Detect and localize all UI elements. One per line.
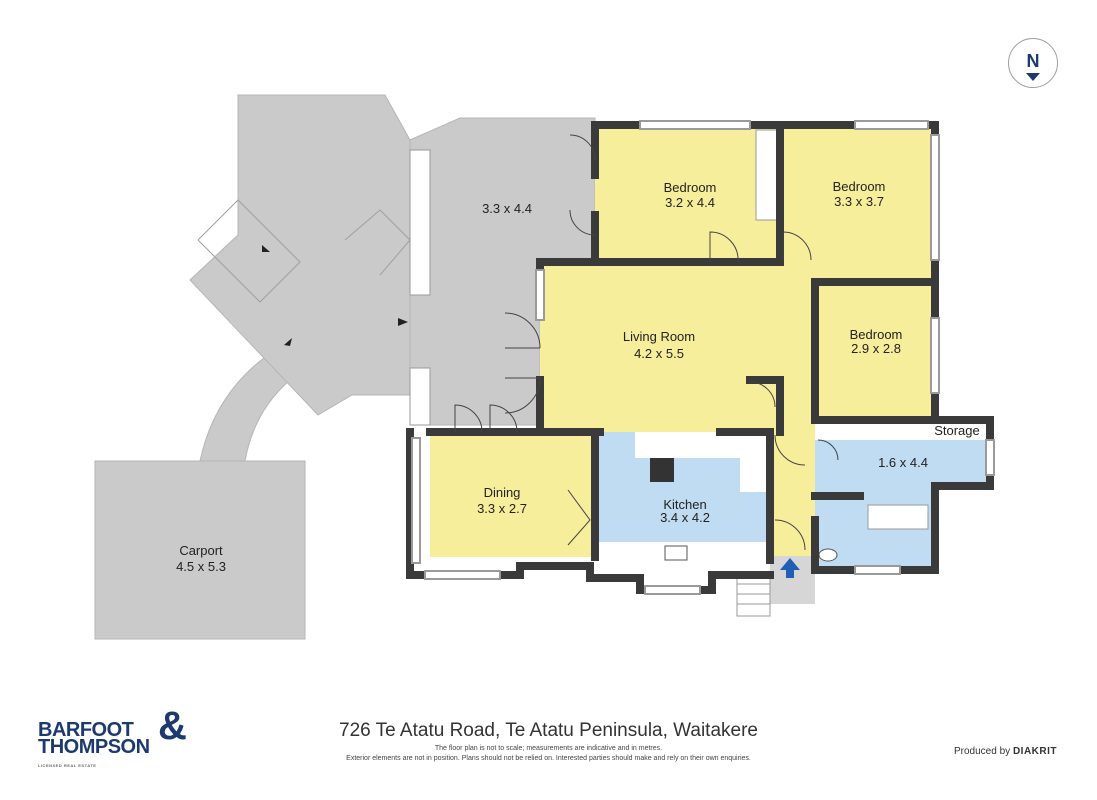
- property-address: 726 Te Atatu Road, Te Atatu Peninsula, W…: [339, 720, 758, 741]
- bedroom-3-dims: 2.9 x 2.8: [851, 341, 901, 356]
- wardrobe: [755, 129, 779, 221]
- bedroom-2-label: Bedroom: [833, 179, 886, 194]
- brand-line-2: THOMPSON: [38, 736, 150, 758]
- patio-window: [409, 149, 431, 296]
- bedroom-1-label: Bedroom: [664, 180, 717, 195]
- brand-line-1: BARFOOT: [38, 719, 134, 741]
- living-room-dims: 4.2 x 5.5: [634, 346, 684, 361]
- storage-label: Storage: [934, 423, 980, 438]
- deck-arrow-2: [284, 338, 292, 346]
- north-arrow-icon: [1026, 73, 1040, 81]
- windows: [411, 120, 995, 595]
- floor-plan: 3.3 x 4.4 Bedroom 3.2 x 4.4 Bedroom 3.3 …: [94, 94, 995, 640]
- bedroom-1-dims: 3.2 x 4.4: [665, 195, 715, 210]
- entry-arrow-icon: [780, 558, 800, 578]
- disclaimer-line-2: Exterior elements are not in position. P…: [346, 755, 751, 762]
- brand-tagline: LICENSED REAL ESTATE: [38, 763, 97, 768]
- brand-logo: BARFOOT THOMPSON & LICENSED REAL ESTATE: [38, 706, 198, 774]
- bedroom-3-label: Bedroom: [850, 327, 903, 342]
- deck-area: [189, 94, 411, 416]
- carport-area: [94, 460, 306, 640]
- deck-arrow-3: [398, 318, 408, 326]
- disclaimer-line-1: The floor plan is not to scale; measurem…: [434, 745, 663, 752]
- bedroom-1-area: [595, 125, 780, 262]
- producer-prefix: Produced by: [954, 746, 1011, 757]
- carport-label: Carport: [179, 543, 223, 558]
- dining-label: Dining: [484, 485, 521, 500]
- producer-credit: Produced by DIAKRIT: [954, 746, 1057, 757]
- toilet: [818, 548, 838, 562]
- bedroom-3-area: [815, 282, 935, 417]
- storage-area: [815, 420, 990, 440]
- bedroom-2-area: [780, 125, 935, 282]
- patio-window-2: [409, 367, 431, 426]
- bathroom-dims: 1.6 x 4.4: [878, 455, 928, 470]
- deck-steps-2: [344, 209, 411, 276]
- deck-steps: [197, 199, 301, 303]
- kitchen-dims: 3.4 x 4.2: [660, 510, 710, 525]
- dining-area: [430, 432, 595, 557]
- patio-dims: 3.3 x 4.4: [482, 201, 532, 216]
- dining-dims: 3.3 x 2.7: [477, 501, 527, 516]
- kitchen-sink: [664, 545, 688, 561]
- bath-tub: [867, 504, 929, 530]
- living-room-label: Living Room: [623, 329, 695, 344]
- carport-dims: 4.5 x 5.3: [176, 559, 226, 574]
- door-swings: [454, 134, 839, 551]
- living-room-area: [540, 262, 780, 432]
- brand-ampersand: &: [158, 704, 187, 748]
- kitchen-label: Kitchen: [663, 497, 706, 512]
- bedroom-2-dims: 3.3 x 3.7: [834, 194, 884, 209]
- entry-steps: [736, 573, 771, 617]
- north-compass: N: [1008, 38, 1058, 88]
- compass-label: N: [1026, 51, 1040, 71]
- producer-name: DIAKRIT: [1012, 746, 1057, 757]
- deck-arrow: [262, 245, 270, 252]
- cooktop: [650, 458, 674, 482]
